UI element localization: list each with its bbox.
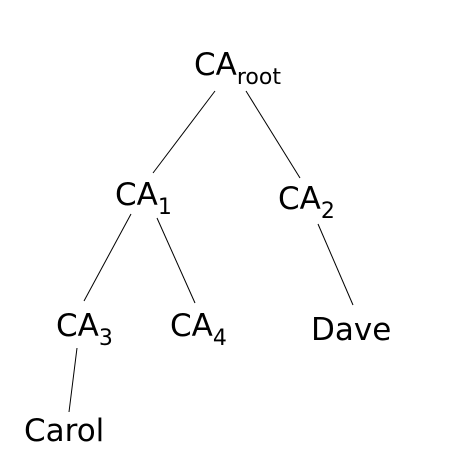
node-ca-1-subscript: 1: [157, 195, 172, 220]
edge-ca1-ca4: [156, 217, 196, 304]
node-ca-2: CA2: [278, 181, 335, 223]
node-ca-2-subscript: 2: [320, 199, 335, 224]
edge-ca2-dave: [317, 223, 354, 306]
node-carol: Carol: [24, 416, 104, 447]
node-carol-label: Carol: [24, 413, 105, 449]
edge-root-ca2: [245, 90, 301, 179]
node-ca-root-base: CA: [194, 47, 237, 83]
node-ca-2-base: CA: [278, 181, 321, 217]
node-ca-1: CA1: [115, 177, 172, 219]
edge-root-ca1: [152, 90, 216, 174]
node-ca-3: CA3: [56, 308, 113, 350]
node-ca-3-base: CA: [56, 308, 99, 344]
node-dave: Dave: [311, 315, 391, 346]
node-ca-1-base: CA: [115, 177, 158, 213]
edge-ca1-ca3: [83, 213, 132, 302]
node-ca-4-subscript: 4: [212, 326, 227, 351]
node-ca-4: CA4: [170, 308, 227, 350]
node-ca-root-subscript: root: [236, 65, 281, 90]
edge-ca3-carol: [68, 347, 78, 413]
node-ca-4-base: CA: [170, 308, 213, 344]
node-dave-label: Dave: [311, 312, 392, 348]
node-ca-root: CAroot: [194, 47, 281, 89]
node-ca-3-subscript: 3: [98, 326, 113, 351]
